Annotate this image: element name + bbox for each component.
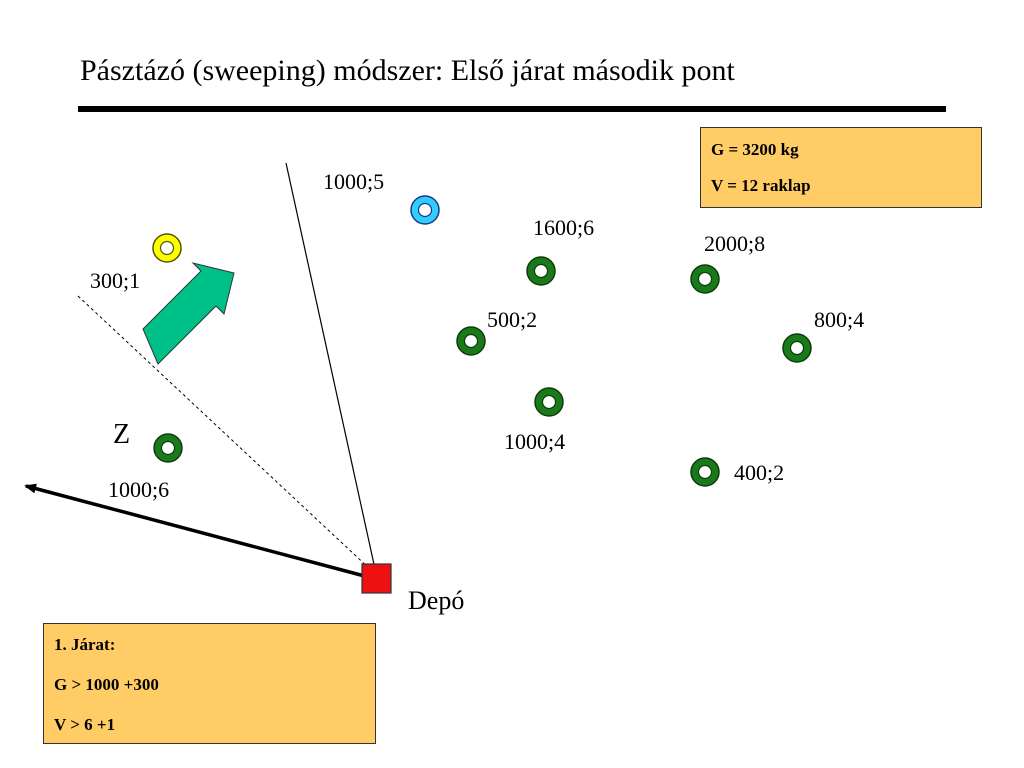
customer-node-500-2 <box>456 326 486 356</box>
customer-node-2000-8 <box>690 264 720 294</box>
sweep-start-arrow <box>24 483 373 580</box>
node-label-500-2: 500;2 <box>487 307 538 332</box>
depot-square <box>361 563 392 594</box>
customer-node-800-4 <box>782 333 812 363</box>
customer-node-1600-6 <box>526 256 556 286</box>
node-label-1000-4: 1000;4 <box>504 429 566 454</box>
sweep-ray-current <box>285 162 378 579</box>
slide-title: Pásztázó (sweeping) módszer: Első járat … <box>80 54 735 87</box>
route-title: 1. Járat: <box>54 635 116 654</box>
node-label-1000-6: 1000;6 <box>108 477 170 502</box>
customer-node-400-2 <box>690 457 720 487</box>
route-volume: V > 6 +1 <box>54 715 116 734</box>
node-label-2000-8: 2000;8 <box>704 231 766 256</box>
z-label: Z <box>113 419 131 450</box>
customer-node-1000-6 <box>153 433 183 463</box>
node-label-300-1: 300;1 <box>90 268 141 293</box>
depot-label: Depó <box>408 586 465 615</box>
route-box: 1. Járat: G > 1000 +300 V > 6 +1 <box>43 623 376 744</box>
capacity-weight: G = 3200 kg <box>711 140 799 159</box>
node-label-1000-5: 1000;5 <box>323 169 385 194</box>
sweep-ray-next <box>77 295 373 572</box>
title-underline <box>78 106 946 112</box>
sweep-direction-arrow <box>142 262 235 365</box>
capacity-volume: V = 12 raklap <box>711 176 811 195</box>
capacity-box: G = 3200 kg V = 12 raklap <box>700 127 982 208</box>
customer-node-1000-5 <box>410 195 440 225</box>
node-label-800-4: 800;4 <box>814 307 865 332</box>
customer-node-1000-4 <box>534 387 564 417</box>
node-label-400-2: 400;2 <box>734 460 785 485</box>
node-label-1600-6: 1600;6 <box>533 215 595 240</box>
route-weight: G > 1000 +300 <box>54 675 159 694</box>
customer-node-300-1 <box>152 233 182 263</box>
